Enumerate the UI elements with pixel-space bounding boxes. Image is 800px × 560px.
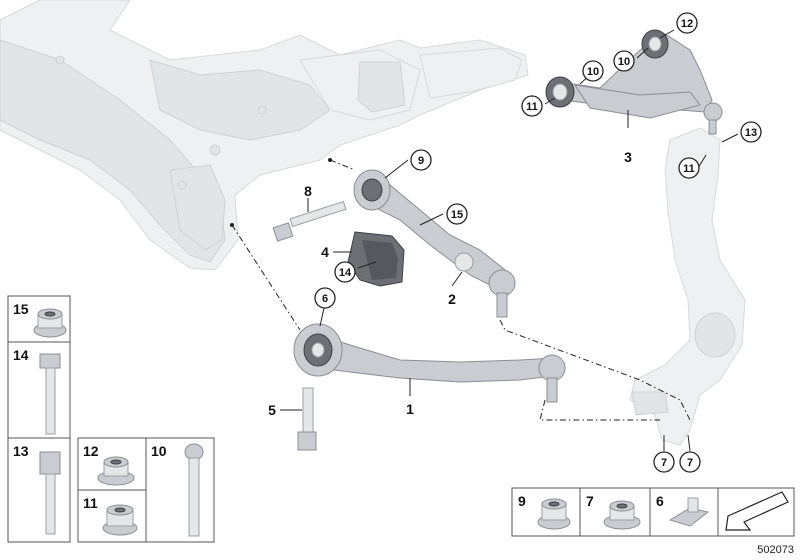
label-part-8: 8 xyxy=(304,183,312,199)
bolt-14 xyxy=(39,353,61,435)
direction-arrow-icon xyxy=(725,491,789,531)
leader-lines xyxy=(280,29,739,452)
callout-6: 6 xyxy=(314,287,336,309)
label-part-3: 3 xyxy=(624,149,632,165)
callout-10-upper: 10 xyxy=(613,50,635,72)
table-cell-label: 11 xyxy=(83,495,98,511)
label-part-1: 1 xyxy=(406,401,414,417)
callout-12: 12 xyxy=(676,12,698,34)
svg-text:12: 12 xyxy=(681,18,693,30)
front-subframe xyxy=(0,0,529,271)
nut-9 xyxy=(537,498,571,530)
rubber-mount xyxy=(347,231,405,287)
bolt-5 xyxy=(297,387,317,451)
bottom-parts-table: 9 7 6 xyxy=(511,487,795,537)
table-cell-label: 7 xyxy=(586,493,594,509)
nut-12 xyxy=(97,456,135,486)
nut-11 xyxy=(102,504,138,536)
assembly-lines xyxy=(230,158,691,421)
table-cell-label: 10 xyxy=(151,443,167,459)
svg-text:10: 10 xyxy=(618,56,630,68)
callout-11-right: 11 xyxy=(678,157,700,179)
flange-nut-15 xyxy=(33,308,67,338)
callout-13: 13 xyxy=(740,121,762,143)
table-cell-label: 9 xyxy=(518,493,526,509)
callout-11-left: 11 xyxy=(521,95,543,117)
bolt-8 xyxy=(272,200,347,242)
callout-15: 15 xyxy=(446,203,468,225)
svg-text:9: 9 xyxy=(418,155,424,167)
callout-7-left: 7 xyxy=(653,451,675,473)
clip-6 xyxy=(668,497,710,527)
callout-9: 9 xyxy=(410,149,432,171)
svg-text:11: 11 xyxy=(526,101,538,113)
callout-14: 14 xyxy=(334,261,356,283)
svg-text:10: 10 xyxy=(587,66,599,78)
bolt-10 xyxy=(184,443,204,537)
left-parts-table: 15 14 13 12 11 10 xyxy=(7,295,215,543)
svg-text:15: 15 xyxy=(451,209,463,221)
svg-text:13: 13 xyxy=(745,127,757,139)
tension-strut xyxy=(353,169,516,318)
table-cell-label: 13 xyxy=(13,443,29,459)
bolt-13 xyxy=(39,451,61,535)
svg-text:6: 6 xyxy=(322,293,328,305)
nut-7 xyxy=(603,500,641,530)
svg-text:7: 7 xyxy=(687,457,693,469)
svg-text:7: 7 xyxy=(661,457,667,469)
table-cell-label: 6 xyxy=(656,493,664,509)
svg-text:14: 14 xyxy=(339,267,352,279)
table-cell-label: 14 xyxy=(13,347,29,363)
wheel-carrier xyxy=(629,127,746,446)
table-cell-label: 12 xyxy=(83,443,99,459)
table-cell-label: 15 xyxy=(13,301,29,317)
control-arm xyxy=(293,323,566,403)
label-part-2: 2 xyxy=(448,291,456,307)
callout-7-right: 7 xyxy=(679,451,701,473)
upper-wishbone xyxy=(545,29,723,135)
label-part-5: 5 xyxy=(268,402,276,418)
svg-text:11: 11 xyxy=(683,163,695,175)
label-part-4: 4 xyxy=(321,244,329,260)
callout-10-lower: 10 xyxy=(582,60,604,82)
diagram-reference-number: 502073 xyxy=(757,544,794,556)
